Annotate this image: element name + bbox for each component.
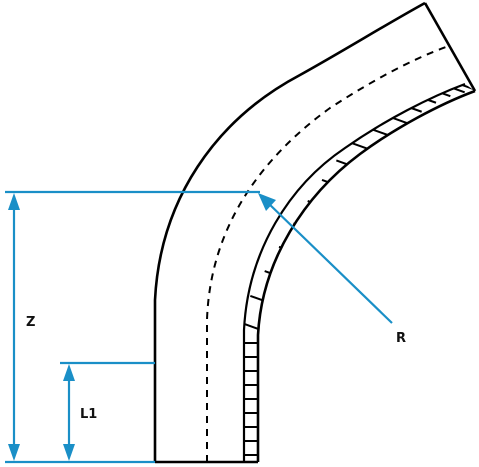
dimension-annotations [5, 190, 393, 464]
pipe-end-cap [423, 2, 477, 92]
pipe-outer-edge [153, 1, 426, 462]
z-label: Z [26, 315, 35, 330]
l1-label: L1 [80, 407, 97, 422]
r-leader-line [265, 200, 393, 324]
z-arrow-down-icon [8, 444, 20, 461]
pipe-bend [153, 1, 477, 464]
hatch-stroke [278, 245, 308, 258]
r-label: R [396, 331, 406, 346]
l1-arrow-down-icon [63, 444, 75, 461]
l1-arrow-up-icon [63, 364, 75, 381]
pipe-wall-section [242, 82, 475, 462]
z-arrow-up-icon [8, 193, 20, 210]
hatch-stroke [307, 200, 337, 212]
wall-inner-line [242, 82, 466, 462]
pipe-inner-edge [256, 89, 476, 462]
r-arrow-icon [258, 193, 276, 211]
centerline-dashed [206, 46, 447, 462]
